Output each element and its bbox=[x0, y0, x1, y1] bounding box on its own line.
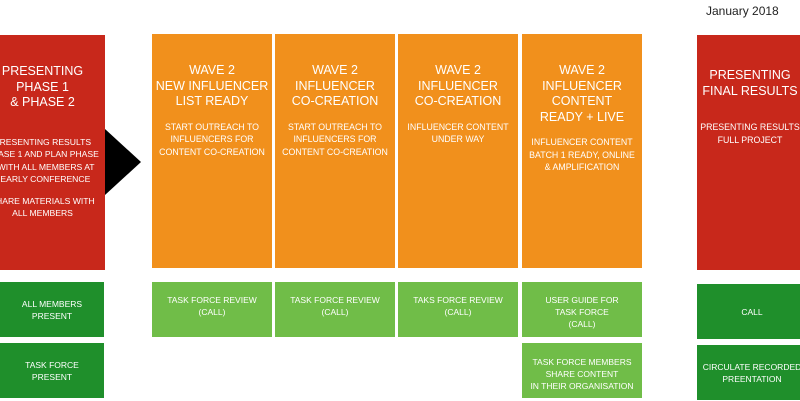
wave-2-co-creation-underway-box: WAVE 2 INFLUENCER CO-CREATION INFLUENCER… bbox=[398, 34, 518, 268]
phase-1-2-presentation-box: PRESENTING PHASE 1 & PHASE 2 PRESENTING … bbox=[0, 35, 105, 270]
wave-review-box: TASK FORCE REVIEW (CALL) bbox=[152, 282, 272, 337]
task-force-share-label: TASK FORCE MEMBERS SHARE CONTENT IN THEI… bbox=[530, 357, 634, 391]
all-members-present-label: ALL MEMBERS PRESENT bbox=[21, 298, 83, 321]
task-force-present-label: TASK FORCE PRESENT bbox=[25, 359, 79, 382]
wave-body: INFLUENCER CONTENT UNDER WAY bbox=[407, 121, 509, 145]
final-results-body: PRESENTING RESULTS FULL PROJECT bbox=[700, 122, 800, 145]
wave-review-box: TAKS FORCE REVIEW (CALL) bbox=[398, 282, 518, 337]
phase-1-2-share: SHARE MATERIALS WITH ALL MEMBERS bbox=[0, 195, 95, 219]
wave-body: START OUTREACH TO INFLUENCERS FOR CONTEN… bbox=[282, 121, 388, 157]
wave-title: WAVE 2 NEW INFLUENCER LIST READY bbox=[155, 63, 269, 108]
call-label: CALL bbox=[741, 306, 763, 317]
wave-review-label: USER GUIDE FOR TASK FORCE (CALL) bbox=[545, 295, 619, 329]
wave-2-co-creation-box: WAVE 2 INFLUENCER CO-CREATION START OUTR… bbox=[275, 34, 395, 268]
wave-title: WAVE 2 INFLUENCER CO-CREATION bbox=[291, 63, 379, 108]
wave-review-label: TASK FORCE REVIEW (CALL) bbox=[167, 295, 257, 317]
wave-title: WAVE 2 INFLUENCER CONTENT READY + LIVE bbox=[539, 63, 625, 124]
task-force-present-box: TASK FORCE PRESENT bbox=[0, 343, 104, 398]
circulate-presentation-label: CIRCULATE RECORDED PREENTATION bbox=[702, 361, 800, 384]
wave-review-box: TASK FORCE REVIEW (CALL) bbox=[275, 282, 395, 337]
wave-title: WAVE 2 INFLUENCER CO-CREATION bbox=[414, 63, 502, 108]
wave-review-label: TASK FORCE REVIEW (CALL) bbox=[290, 295, 380, 317]
wave-review-label: TAKS FORCE REVIEW (CALL) bbox=[413, 295, 503, 317]
phase-1-2-body: PRESENTING RESULTS PHASE 1 AND PLAN PHAS… bbox=[0, 136, 99, 185]
phase-1-2-title: PRESENTING PHASE 1 & PHASE 2 bbox=[1, 64, 84, 109]
date-label: January 2018 bbox=[706, 4, 779, 18]
call-box: CALL bbox=[697, 284, 800, 339]
wave-2-content-live-box: WAVE 2 INFLUENCER CONTENT READY + LIVE I… bbox=[522, 34, 642, 268]
wave-body: START OUTREACH TO INFLUENCERS FOR CONTEN… bbox=[159, 121, 265, 157]
wave-body: INFLUENCER CONTENT BATCH 1 READY, ONLINE… bbox=[529, 137, 635, 172]
final-results-box: PRESENTING FINAL RESULTS PRESENTING RESU… bbox=[697, 35, 800, 270]
arrow-right-icon bbox=[105, 129, 141, 195]
wave-2-influencer-list-box: WAVE 2 NEW INFLUENCER LIST READY START O… bbox=[152, 34, 272, 268]
circulate-presentation-box: CIRCULATE RECORDED PREENTATION bbox=[697, 345, 800, 400]
task-force-share-box: TASK FORCE MEMBERS SHARE CONTENT IN THEI… bbox=[522, 343, 642, 398]
final-results-title: PRESENTING FINAL RESULTS bbox=[702, 68, 798, 98]
wave-review-box: USER GUIDE FOR TASK FORCE (CALL) bbox=[522, 282, 642, 337]
all-members-present-box: ALL MEMBERS PRESENT bbox=[0, 282, 104, 337]
